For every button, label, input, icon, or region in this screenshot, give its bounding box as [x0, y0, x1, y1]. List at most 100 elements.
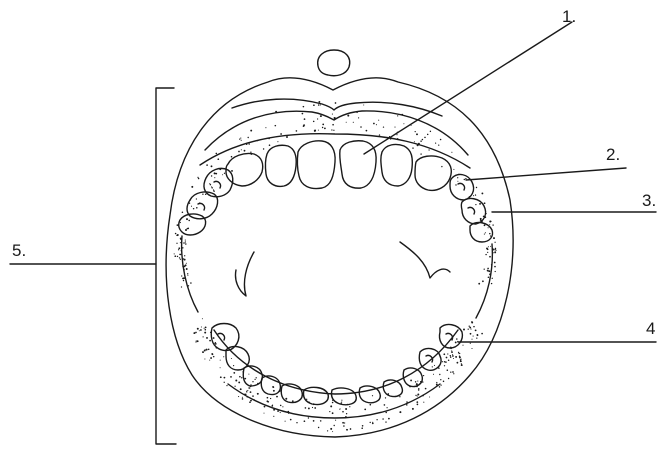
tooth-upper-central-right [340, 141, 376, 188]
tooth-upper-canine-right [415, 156, 451, 190]
stipple-dot [487, 252, 488, 253]
stipple-dot [277, 410, 278, 411]
stipple-dot [415, 381, 416, 382]
stipple-dot [487, 268, 489, 270]
stipple-dot [471, 322, 473, 324]
stipple-dot [386, 407, 387, 408]
stipple-dot [342, 411, 344, 413]
stipple-shading [174, 101, 497, 432]
stipple-dot [235, 380, 237, 382]
stipple-dot [174, 255, 176, 257]
stipple-dot [491, 264, 493, 266]
stipple-dot [210, 357, 212, 359]
stipple-dot [455, 356, 457, 358]
stipple-dot [219, 168, 221, 170]
stipple-dot [410, 379, 412, 381]
stipple-dot [399, 411, 401, 413]
label-3: 3. [642, 192, 656, 209]
stipple-dot [455, 341, 457, 343]
stipple-dot [238, 151, 240, 153]
stipple-dot [440, 384, 441, 385]
stipple-dot [369, 422, 370, 423]
stipple-dot [183, 242, 185, 244]
stipple-dot [463, 329, 465, 331]
stipple-dot [186, 268, 188, 270]
tooth-lower-central-right [331, 388, 356, 405]
stipple-dot [397, 132, 399, 134]
stipple-dot [423, 375, 424, 376]
stipple-dot [185, 229, 187, 231]
stipple-dot [296, 422, 297, 423]
stipple-dot [241, 140, 242, 141]
stipple-dot [246, 392, 247, 393]
tooth-upper-lateral-left [265, 145, 296, 186]
stipple-dot [246, 144, 248, 146]
stipple-dot [185, 240, 186, 241]
stipple-dot [215, 343, 217, 345]
stipple-dot [376, 124, 377, 125]
stipple-dot [341, 401, 342, 402]
outer-lip-outline [166, 78, 513, 437]
stipple-dot [200, 329, 202, 331]
stipple-dot [478, 283, 480, 285]
stipple-dot [329, 411, 330, 412]
stipple-dot [330, 405, 332, 407]
stipple-dot [442, 361, 443, 362]
stipple-dot [244, 394, 245, 395]
upper-lip-border [232, 99, 442, 116]
stipple-dot [343, 425, 345, 427]
stipple-dot [267, 397, 269, 399]
stipple-dot [185, 243, 187, 245]
stipple-dot [178, 249, 179, 250]
stipple-dot [199, 330, 200, 331]
stipple-dot [177, 224, 179, 226]
stipple-dot [471, 348, 472, 349]
stipple-dot [322, 127, 323, 128]
tooth-upper-lateral-right [381, 144, 412, 186]
stipple-dot [389, 136, 390, 137]
stipple-dot [213, 337, 215, 339]
stipple-dot [415, 131, 416, 132]
stipple-dot [484, 269, 485, 270]
stipple-dot [476, 337, 477, 338]
stipple-dot [484, 202, 486, 204]
stipple-dot [493, 237, 495, 239]
stipple-dot [388, 418, 390, 420]
stipple-dot [458, 353, 459, 354]
stipple-dot [335, 420, 336, 421]
stipple-dot [205, 194, 207, 196]
stipple-dot [495, 250, 496, 251]
stipple-dot [349, 406, 350, 407]
stipple-dot [286, 136, 288, 138]
stipple-dot [191, 186, 193, 188]
stipple-dot [346, 413, 347, 414]
stipple-dot [475, 204, 476, 205]
stipple-dot [494, 266, 496, 268]
stipple-dot [241, 149, 242, 150]
stipple-dot [189, 202, 190, 203]
stipple-dot [471, 339, 472, 340]
stipple-dot [202, 193, 203, 194]
stipple-dot [308, 402, 310, 404]
stipple-dot [252, 381, 253, 382]
stipple-dot [382, 418, 384, 420]
stipple-dot [196, 340, 197, 341]
stipple-dot [425, 388, 427, 390]
stipple-dot [230, 376, 232, 378]
tooth-lower-lateral-right [359, 386, 380, 403]
stipple-dot [461, 364, 463, 366]
stipple-dot [187, 228, 189, 230]
stipple-dot [453, 373, 454, 374]
stipple-dot [462, 345, 463, 346]
stipple-dot [244, 150, 246, 152]
stipple-dot [469, 327, 471, 329]
stipple-dot [204, 328, 205, 329]
tooth-upper-central-left [297, 141, 335, 189]
tooth-upper-canine-left [226, 153, 263, 186]
stipple-dot [483, 216, 485, 218]
stipple-dot [187, 275, 188, 276]
stipple-dot [493, 249, 494, 250]
stipple-dot [464, 179, 465, 180]
stipple-dot [187, 273, 188, 274]
stipple-dot [457, 177, 458, 178]
